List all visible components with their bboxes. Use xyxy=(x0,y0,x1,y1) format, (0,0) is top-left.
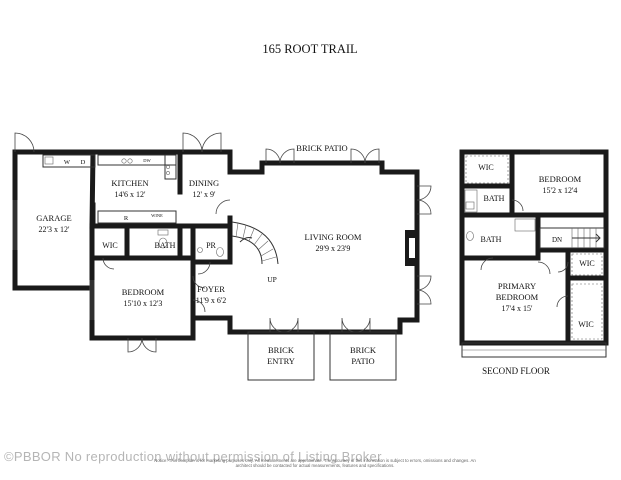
second-floor: DN WIC BEDROOM 15'2 x 12'4 BATH BATH WIC… xyxy=(459,149,609,376)
wic-label-second-bottom: WIC xyxy=(578,320,594,329)
brick-patio-top-label: BRICK PATIO xyxy=(296,143,347,153)
brick-entry-pad xyxy=(247,331,315,381)
wic-label-second-top: WIC xyxy=(478,163,494,172)
foyer-dims: 11'9 x 6'2 xyxy=(196,296,227,305)
bath-label-second-mid: BATH xyxy=(481,235,502,244)
kitchen-name: KITCHEN xyxy=(111,178,148,188)
primary-bedroom-dims: 17'4 x 15' xyxy=(502,304,533,313)
washer-label: W xyxy=(64,159,71,166)
stair-down-label: DN xyxy=(552,236,562,244)
dining-name: DINING xyxy=(189,178,219,188)
second-floor-stairs xyxy=(539,227,605,249)
living-room-name: LIVING ROOM xyxy=(305,232,362,242)
bedroom-second-name: BEDROOM xyxy=(539,174,582,184)
disclaimer-text: Notice: This floorplan is for marketing … xyxy=(154,458,476,468)
foyer-name: FOYER xyxy=(197,284,225,294)
brick-patio-line2: PATIO xyxy=(351,356,374,366)
garage-dims: 22'3 x 12' xyxy=(39,225,70,234)
wine-label: WINE xyxy=(151,213,163,218)
dining-dims: 12' x 9' xyxy=(193,190,216,199)
pr-label: PR xyxy=(206,241,216,250)
wic-label-second-mid: WIC xyxy=(579,259,595,268)
living-room-dims: 29'9 x 23'9 xyxy=(316,244,351,253)
brick-patio-line1: BRICK xyxy=(350,345,377,355)
bedroom-first-name: BEDROOM xyxy=(122,287,165,297)
first-floor: W D DW R WINE UP xyxy=(12,132,432,381)
kitchen-dims: 14'6 x 12' xyxy=(115,190,146,199)
brick-entry-line1: BRICK xyxy=(268,345,295,355)
dishwasher-label: DW xyxy=(143,158,151,163)
brick-entry-line2: ENTRY xyxy=(267,356,295,366)
refrigerator-label: R xyxy=(124,215,129,222)
brick-patio-pad xyxy=(329,331,397,381)
staircase xyxy=(231,221,279,265)
bedroom-second-dims: 15'2 x 12'4 xyxy=(543,186,578,195)
bath-label-second-top: BATH xyxy=(484,194,505,203)
plan-title: 165 ROOT TRAIL xyxy=(262,42,357,56)
garage-name: GARAGE xyxy=(36,213,71,223)
bedroom-first-dims: 15'10 x 12'3 xyxy=(124,299,163,308)
stair-up-label: UP xyxy=(267,275,277,284)
second-floor-caption: SECOND FLOOR xyxy=(482,366,550,376)
primary-bedroom-line2: BEDROOM xyxy=(496,292,539,302)
bath-label-first: BATH xyxy=(155,241,176,250)
wic-label-first: WIC xyxy=(102,241,118,250)
dryer-label: D xyxy=(81,159,86,166)
primary-bedroom-line1: PRIMARY xyxy=(498,281,536,291)
watermark: ©PBBOR No reproduction without permissio… xyxy=(4,449,382,464)
